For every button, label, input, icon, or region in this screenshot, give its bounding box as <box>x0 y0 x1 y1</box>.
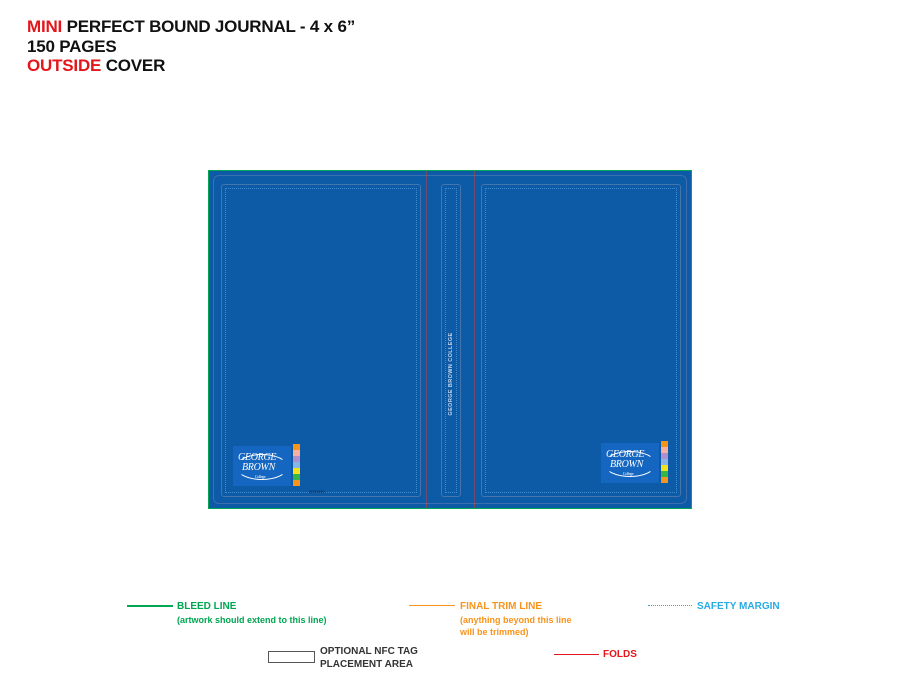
safety-label: SAFETY MARGIN <box>697 601 780 612</box>
bleed-legend: BLEED LINE (artwork should extend to thi… <box>177 601 327 626</box>
front-logo: GEORGE BROWN College <box>601 441 669 485</box>
nfc-label-1: OPTIONAL NFC TAG <box>320 646 418 657</box>
nfc-legend: OPTIONAL NFC TAG PLACEMENT AREA <box>320 646 418 671</box>
front-safety-margin <box>485 188 677 493</box>
logo-mark: GEORGE BROWN College <box>601 443 659 483</box>
safety-legend: SAFETY MARGIN <box>697 601 780 614</box>
title-outside: OUTSIDE <box>27 56 102 75</box>
bleed-label: BLEED LINE <box>177 601 237 612</box>
trim-note-2: will be trimmed) <box>460 627 529 637</box>
back-safety-margin <box>225 188 417 493</box>
spine-text: GEORGE BROWN COLLEGE <box>448 332 454 416</box>
folds-label: FOLDS <box>603 649 637 660</box>
spine-safety-margin <box>445 188 457 493</box>
barcode-text: 0000000 <box>309 489 325 494</box>
back-panel-box <box>221 184 421 497</box>
color-bars <box>661 441 668 483</box>
back-logo: GEORGE BROWN College <box>233 444 301 488</box>
title-mini: MINI <box>27 17 63 36</box>
bleed-line-swatch <box>127 605 173 607</box>
title-line-3: OUTSIDE COVER <box>27 56 355 76</box>
color-bars <box>293 444 300 486</box>
fold-line-right <box>474 171 475 508</box>
folds-legend: FOLDS <box>603 649 637 662</box>
title-product: PERFECT BOUND JOURNAL - 4 x 6” <box>62 17 356 36</box>
fold-line-left <box>426 171 427 508</box>
title-cover: COVER <box>101 56 166 75</box>
title-line-1: MINI PERFECT BOUND JOURNAL - 4 x 6” <box>27 17 355 37</box>
trim-line-swatch <box>409 605 455 606</box>
safety-margin-swatch <box>648 605 692 606</box>
front-panel-box <box>481 184 681 497</box>
cover-template: GEORGE BROWN COLLEGE GEORGE BROWN Colleg… <box>208 170 692 509</box>
trim-legend: FINAL TRIM LINE (anything beyond this li… <box>460 601 572 639</box>
nfc-label-2: PLACEMENT AREA <box>320 658 413 670</box>
spine-box <box>441 184 461 497</box>
trim-note-1: (anything beyond this line <box>460 614 572 625</box>
folds-line-swatch <box>554 654 599 655</box>
page-title: MINI PERFECT BOUND JOURNAL - 4 x 6” 150 … <box>27 17 355 76</box>
trim-label: FINAL TRIM LINE <box>460 601 543 612</box>
title-line-2: 150 PAGES <box>27 36 117 56</box>
bleed-note: (artwork should extend to this line) <box>177 614 327 625</box>
nfc-area-swatch <box>268 651 315 663</box>
logo-mark: GEORGE BROWN College <box>233 446 291 486</box>
trim-line <box>213 175 687 504</box>
